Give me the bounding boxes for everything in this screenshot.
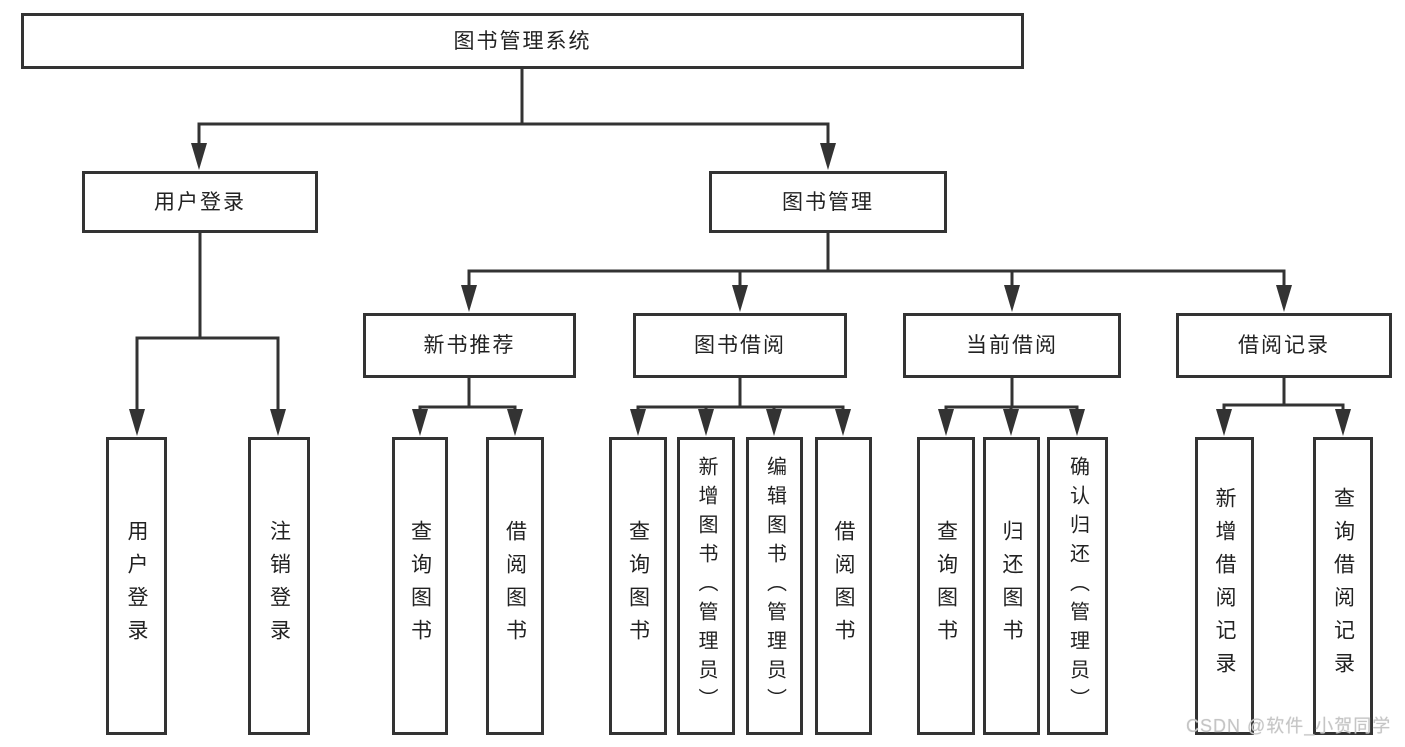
leaf-current-return-books-label: 归还图书 — [1000, 520, 1023, 652]
arrowheads — [129, 143, 1351, 436]
leaf-borrowing-edit-books: 编辑图书（管理员） — [746, 437, 803, 735]
leaf-current-query-books-label: 查询图书 — [934, 520, 958, 652]
arrowhead — [835, 409, 851, 436]
leaf-newbooks-borrow-books-label: 借阅图书 — [503, 520, 527, 652]
node-user-login: 用户登录 — [82, 171, 318, 233]
leaf-current-confirm-return-label: 确认归还（管理员） — [1066, 455, 1089, 717]
leaf-user-login: 用户登录 — [106, 437, 167, 735]
arrowhead — [461, 285, 477, 312]
arrowhead — [732, 285, 748, 312]
leaf-borrowing-borrow-books: 借阅图书 — [815, 437, 872, 735]
leaf-borrowing-add-books: 新增图书（管理员） — [677, 437, 735, 735]
arrowhead — [412, 409, 428, 436]
node-current-borrowing: 当前借阅 — [903, 313, 1121, 378]
arrowhead — [1276, 285, 1292, 312]
arrowhead — [270, 409, 286, 436]
arrowhead — [1004, 285, 1020, 312]
leaf-newbooks-query-books: 查询图书 — [392, 437, 448, 735]
arrowhead — [1003, 409, 1019, 436]
leaf-records-add-record-label: 新增借阅记录 — [1213, 487, 1236, 685]
leaf-newbooks-query-books-label: 查询图书 — [408, 520, 432, 652]
node-new-book-recommend: 新书推荐 — [363, 313, 576, 378]
node-book-management: 图书管理 — [709, 171, 947, 233]
csdn-watermark: CSDN @软件_小贺同学 — [1186, 716, 1392, 736]
leaf-logout-label: 注销登录 — [267, 520, 291, 652]
node-user-login-label: 用户登录 — [154, 190, 246, 214]
connector-book-borrowing-to-leaves — [636, 376, 845, 413]
leaf-current-return-books: 归还图书 — [983, 437, 1040, 735]
connector-current-borrowing-to-leaves — [944, 376, 1079, 413]
node-borrowing-records-label: 借阅记录 — [1238, 334, 1330, 357]
arrowhead — [630, 409, 646, 436]
connector-root-to-level2 — [197, 67, 830, 148]
arrowhead — [1216, 409, 1232, 436]
arrowhead — [191, 143, 207, 170]
arrowhead — [1069, 409, 1085, 436]
arrowhead — [766, 409, 782, 436]
leaf-borrowing-edit-books-label: 编辑图书（管理员） — [763, 455, 786, 717]
arrowhead — [1335, 409, 1351, 436]
node-book-borrowing: 图书借阅 — [633, 313, 847, 378]
connector-user-login-to-leaves — [135, 231, 280, 412]
leaf-borrowing-query-books: 查询图书 — [609, 437, 667, 735]
connector-new-book-recommend-to-leaves — [418, 376, 517, 413]
node-book-management-label: 图书管理 — [782, 190, 874, 214]
leaf-records-query-record-label: 查询借阅记录 — [1331, 487, 1355, 685]
connector-borrowing-records-to-leaves — [1222, 376, 1345, 413]
leaf-newbooks-borrow-books: 借阅图书 — [486, 437, 544, 735]
arrowhead — [507, 409, 523, 436]
node-root-label: 图书管理系统 — [453, 29, 592, 53]
leaf-borrowing-query-books-label: 查询图书 — [626, 520, 650, 652]
leaf-user-login-label: 用户登录 — [125, 520, 148, 652]
connector-book-management-to-level3 — [467, 231, 1286, 290]
leaf-current-confirm-return: 确认归还（管理员） — [1047, 437, 1108, 735]
node-new-book-recommend-label: 新书推荐 — [423, 334, 516, 357]
leaf-logout: 注销登录 — [248, 437, 310, 735]
arrowhead — [938, 409, 954, 436]
node-root: 图书管理系统 — [21, 13, 1024, 69]
leaf-records-query-record: 查询借阅记录 — [1313, 437, 1373, 735]
arrowhead — [129, 409, 145, 436]
arrowhead — [698, 409, 714, 436]
node-borrowing-records: 借阅记录 — [1176, 313, 1392, 378]
leaf-current-query-books: 查询图书 — [917, 437, 975, 735]
leaf-borrowing-add-books-label: 新增图书（管理员） — [695, 455, 717, 717]
node-book-borrowing-label: 图书借阅 — [694, 334, 786, 357]
leaf-borrowing-borrow-books-label: 借阅图书 — [832, 520, 855, 652]
leaf-records-add-record: 新增借阅记录 — [1195, 437, 1254, 735]
node-current-borrowing-label: 当前借阅 — [966, 334, 1058, 357]
arrowhead — [820, 143, 836, 170]
